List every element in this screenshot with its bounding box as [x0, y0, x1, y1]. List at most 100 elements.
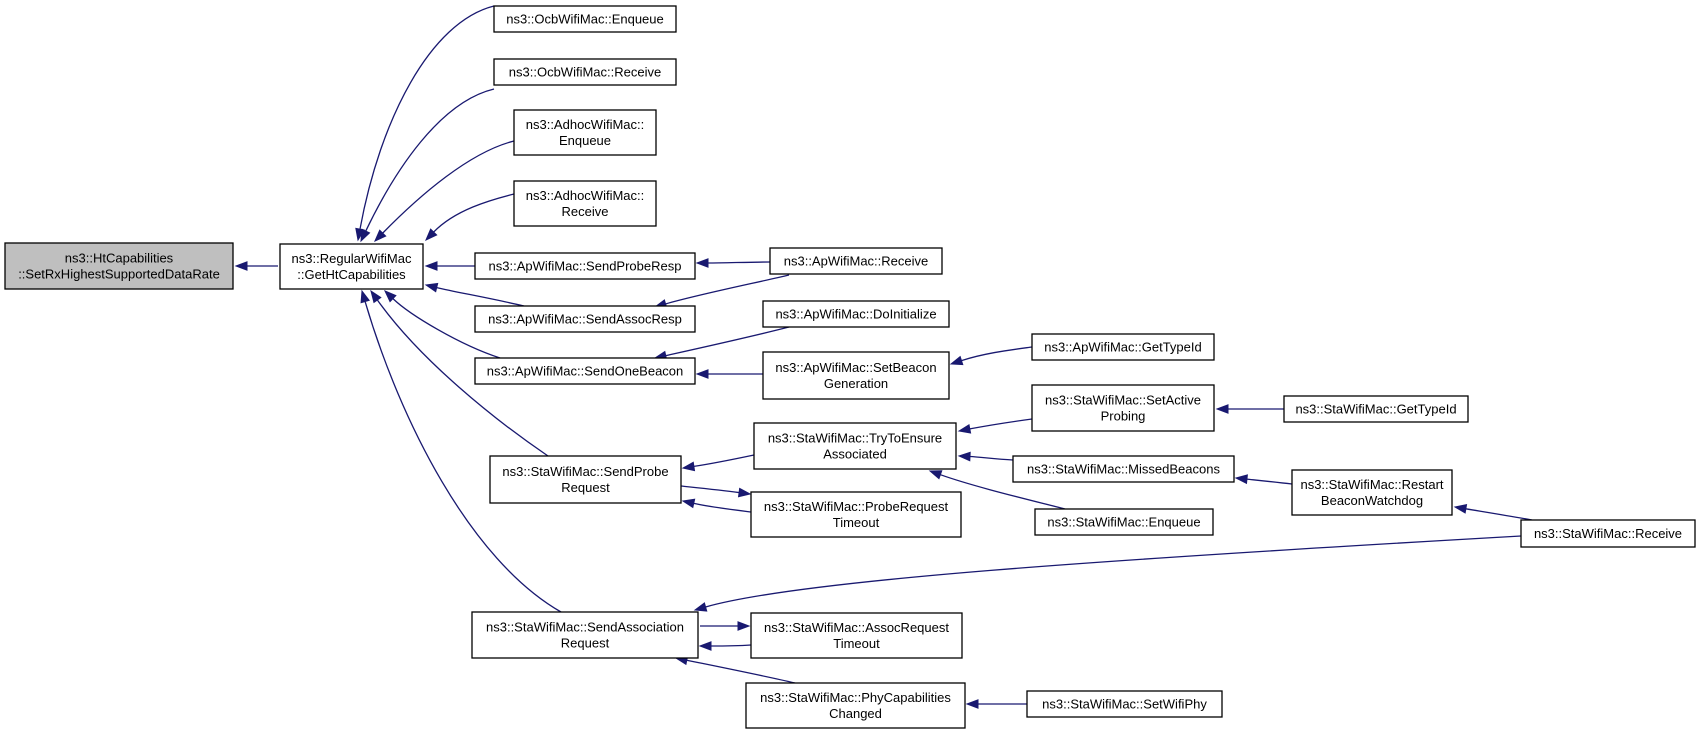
edge-apOneBeacon-to-getht [383, 290, 501, 359]
node-staRecv[interactable]: ns3::StaWifiMac::Receive [1520, 519, 1696, 548]
node-adhocRecv[interactable]: ns3::AdhocWifiMac::Receive [513, 180, 657, 227]
edge-staProbeTimeout-to-staProbeReq [681, 498, 752, 513]
edge-line [686, 659, 796, 684]
node-getht[interactable]: ns3::RegularWifiMac::GetHtCapabilities [279, 243, 424, 290]
node-box [279, 243, 424, 290]
arrowhead [695, 258, 709, 268]
node-box [1291, 469, 1453, 516]
node-box [1034, 508, 1214, 536]
node-apRecv[interactable]: ns3::ApWifiMac::Receive [769, 247, 943, 275]
arrowhead [425, 228, 438, 242]
node-apDoInit[interactable]: ns3::ApWifiMac::DoInitialize [762, 300, 950, 328]
node-apOneBeacon[interactable]: ns3::ApWifiMac::SendOneBeacon [474, 357, 696, 385]
node-label: Request [561, 480, 610, 495]
edge-staAssocReq-to-staAssocTimeout [700, 621, 751, 631]
node-label: ns3::HtCapabilities [65, 251, 174, 266]
node-label: ns3::StaWifiMac::ProbeRequest [764, 499, 949, 514]
edge-line [680, 485, 740, 494]
node-apAssocResp[interactable]: ns3::ApWifiMac::SendAssocResp [474, 305, 696, 333]
node-box [762, 351, 950, 400]
node-label: ns3::StaWifiMac::TryToEnsure [768, 431, 942, 446]
node-label: Timeout [833, 515, 880, 530]
node-staSetPhy[interactable]: ns3::StaWifiMac::SetWifiPhy [1026, 690, 1223, 718]
node-ocbEnq[interactable]: ns3::OcbWifiMac::Enqueue [493, 5, 677, 33]
node-staTypeId[interactable]: ns3::StaWifiMac::GetTypeId [1283, 395, 1469, 423]
node-apProbeResp[interactable]: ns3::ApWifiMac::SendProbeResp [474, 252, 696, 280]
edge-apAssocResp-to-getht [424, 282, 525, 307]
edge-staRecv-to-staAssocReq [693, 535, 1522, 612]
node-box [1012, 455, 1235, 483]
node-label: ns3::OcbWifiMac::Receive [509, 65, 661, 80]
node-label: Request [561, 636, 610, 651]
node-label: ::SetRxHighestSupportedDataRate [18, 267, 220, 282]
node-label: ns3::AdhocWifiMac:: [526, 117, 645, 132]
edge-line [376, 299, 549, 457]
node-label: Timeout [833, 636, 880, 651]
node-label: ns3::ApWifiMac::SendAssocResp [488, 312, 682, 327]
edge-apSetBeacon-to-apOneBeacon [695, 369, 764, 379]
node-box [493, 58, 677, 86]
node-staMissed[interactable]: ns3::StaWifiMac::MissedBeacons [1012, 455, 1235, 483]
node-label: Generation [824, 376, 888, 391]
edge-apRecv-to-apProbeResp [695, 258, 771, 268]
arrowhead [1234, 474, 1248, 485]
arrowhead [737, 487, 752, 498]
edge-adhocRecv-to-getht [425, 193, 515, 242]
node-label: ns3::StaWifiMac::SendProbe [502, 464, 668, 479]
node-adhocEnq[interactable]: ns3::AdhocWifiMac::Enqueue [513, 109, 657, 156]
node-label: ns3::AdhocWifiMac:: [526, 188, 645, 203]
node-apTypeId[interactable]: ns3::ApWifiMac::GetTypeId [1031, 333, 1215, 361]
node-box [1031, 333, 1215, 361]
node-label: BeaconWatchdog [1321, 493, 1423, 508]
edge-staProbeReq-to-staProbeTimeout [680, 485, 752, 498]
arrowhead [1215, 404, 1229, 414]
arrowhead [693, 602, 708, 612]
edge-line [433, 193, 515, 233]
node-box [1520, 519, 1696, 548]
node-label: ns3::StaWifiMac::PhyCapabilities [760, 690, 951, 705]
node-label: Receive [562, 204, 609, 219]
node-label: Associated [823, 447, 887, 462]
arrowhead [374, 229, 387, 243]
node-label: Probing [1101, 409, 1146, 424]
edge-line [1246, 478, 1293, 485]
node-label: ns3::ApWifiMac::DoInitialize [775, 307, 936, 322]
edge-line [365, 88, 495, 232]
edge-line [364, 301, 562, 613]
arrowhead [965, 699, 979, 709]
edge-staRecv-to-staRestart [1453, 504, 1533, 521]
node-box [750, 612, 963, 659]
node-box [4, 242, 234, 290]
node-label: ns3::StaWifiMac::GetTypeId [1295, 402, 1456, 417]
node-box [474, 357, 696, 385]
node-box [745, 682, 966, 729]
node-label: ns3::StaWifiMac::SetActive [1045, 393, 1201, 408]
node-box [1031, 384, 1215, 432]
node-ocbRecv[interactable]: ns3::OcbWifiMac::Receive [493, 58, 677, 86]
node-label: ns3::StaWifiMac::SetWifiPhy [1042, 697, 1207, 712]
node-box [489, 455, 682, 504]
node-box [474, 305, 696, 333]
arrowhead [360, 289, 370, 304]
arrowhead [681, 461, 696, 472]
node-box [474, 252, 696, 280]
node-label: ::GetHtCapabilities [297, 267, 406, 282]
edge-staAssocReq-to-getht [360, 289, 562, 613]
edge-line [969, 418, 1033, 430]
arrowhead [957, 423, 972, 434]
arrowhead [424, 261, 438, 271]
node-box [762, 300, 950, 328]
node-root[interactable]: ns3::HtCapabilities::SetRxHighestSupport… [4, 242, 234, 290]
node-staEnq[interactable]: ns3::StaWifiMac::Enqueue [1034, 508, 1214, 536]
node-box [750, 491, 962, 538]
